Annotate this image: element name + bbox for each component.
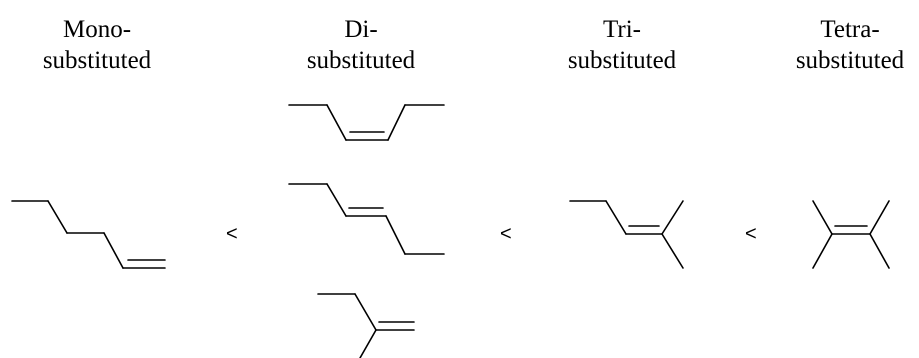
tetra-alkene-structure (812, 200, 890, 269)
less-than-sign-1: < (226, 223, 238, 245)
heading-tri-line1: Tri- (603, 16, 641, 43)
heading-tetra-line1: Tetra- (820, 16, 880, 43)
heading-mono-line2: substituted (42, 47, 152, 74)
di-geminal-alkene-structure (317, 293, 415, 358)
less-than-sign-2: < (500, 223, 512, 245)
tri-alkene-structure (569, 200, 684, 269)
less-than-sign-3: < (745, 223, 757, 245)
heading-di-line1: Di- (344, 16, 378, 43)
heading-tri: Tri- substituted (547, 14, 697, 76)
heading-tetra: Tetra- substituted (775, 14, 919, 76)
heading-tetra-line2: substituted (795, 47, 905, 74)
mono-alkene-structure (11, 200, 166, 269)
heading-mono-line1: Mono- (62, 16, 132, 43)
heading-di-line2: substituted (306, 47, 416, 74)
di-cis-alkene-structure (288, 104, 445, 141)
heading-mono: Mono- substituted (22, 14, 172, 76)
heading-tri-line2: substituted (567, 47, 677, 74)
heading-di: Di- substituted (286, 14, 436, 76)
di-trans-alkene-structure (288, 183, 445, 255)
